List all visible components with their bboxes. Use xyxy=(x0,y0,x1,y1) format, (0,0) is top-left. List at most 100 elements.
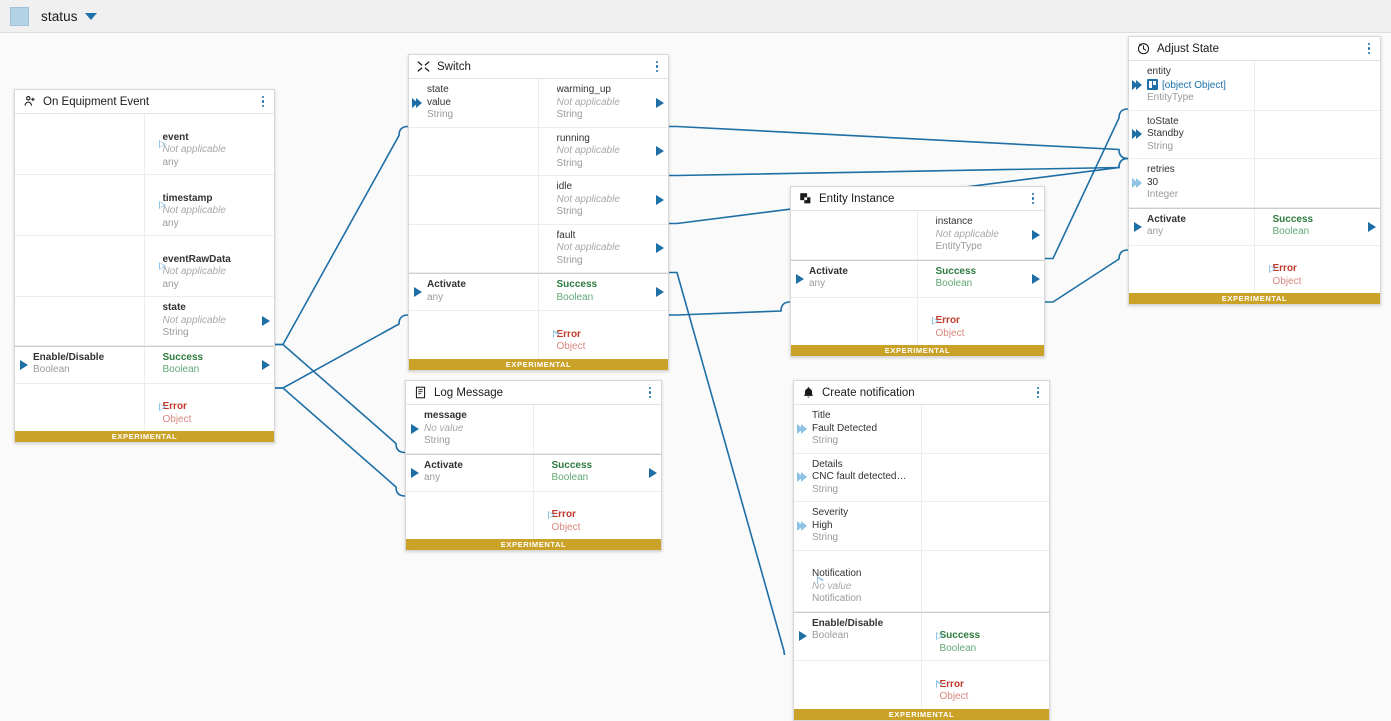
port-cell[interactable]: entity [object Object] EntityType xyxy=(1129,61,1255,110)
node-header[interactable]: Create notification xyxy=(794,381,1049,405)
port-cell[interactable]: Success Boolean xyxy=(534,455,662,491)
port-out-open[interactable] xyxy=(936,681,943,700)
node-header[interactable]: On Equipment Event xyxy=(15,90,274,114)
port-in-filled[interactable] xyxy=(414,287,422,297)
port-name: message xyxy=(424,410,467,421)
port-out-open[interactable] xyxy=(159,262,166,281)
port-in-filled[interactable] xyxy=(799,631,807,642)
port-cell[interactable]: Enable/Disable Boolean xyxy=(15,346,145,383)
port-out-filled[interactable] xyxy=(1368,221,1376,232)
node-adjust-state[interactable]: Adjust State entity [object Object] Enti… xyxy=(1128,36,1381,305)
node-row: instance Not applicable EntityType xyxy=(791,211,1044,260)
port-cell[interactable]: Error Object xyxy=(539,311,669,359)
node-menu-icon[interactable] xyxy=(258,93,269,111)
port-cell[interactable]: Title Fault Detected String xyxy=(794,405,922,453)
port-out-open[interactable] xyxy=(159,201,166,220)
port-cell[interactable]: state Not applicable String xyxy=(145,297,275,345)
port-cell[interactable]: Success Boolean xyxy=(539,274,669,310)
port-cell[interactable]: message No value String xyxy=(406,405,534,453)
port-cell[interactable]: Error Object xyxy=(534,492,662,540)
port-cell[interactable]: Severity High String xyxy=(794,502,922,550)
port-out-filled[interactable] xyxy=(656,194,664,205)
node-menu-icon[interactable] xyxy=(1028,190,1039,208)
node-menu-icon[interactable] xyxy=(1364,40,1375,58)
port-cell[interactable]: Error Object xyxy=(145,384,275,432)
port-cell[interactable]: Enable/Disable Boolean xyxy=(794,612,922,660)
port-cell[interactable]: Activate any xyxy=(406,454,534,491)
port-out-filled[interactable] xyxy=(656,146,664,157)
node-header[interactable]: Log Message xyxy=(406,381,661,405)
port-cell[interactable]: Success Boolean xyxy=(145,347,275,383)
port-cell[interactable]: warming_up Not applicable String xyxy=(539,79,669,127)
node-header[interactable]: Entity Instance xyxy=(791,187,1044,211)
port-cell[interactable]: timestamp Not applicable any xyxy=(145,175,275,235)
port-cell[interactable]: toState Standby String xyxy=(1129,110,1255,158)
port-in-dbl-filled[interactable] xyxy=(412,97,422,108)
port-in-filled[interactable] xyxy=(1134,221,1142,232)
port-out-open[interactable] xyxy=(159,140,166,159)
port-in-filled[interactable] xyxy=(796,273,804,284)
flow-canvas[interactable]: On Equipment Event event Not applicable … xyxy=(0,33,1391,721)
port-in-dbl-open[interactable] xyxy=(797,423,807,434)
port-out-filled[interactable] xyxy=(1032,229,1040,240)
port-cell[interactable]: instance Not applicable EntityType xyxy=(918,211,1045,259)
port-name: running xyxy=(556,132,590,144)
wire xyxy=(1043,249,1129,303)
port-in-dbl-open[interactable] xyxy=(1132,177,1142,188)
status-color-swatch[interactable] xyxy=(10,6,29,26)
port-type: Boolean xyxy=(935,278,973,289)
port-cell[interactable]: Activate any xyxy=(791,260,918,297)
port-cell[interactable]: Error Object xyxy=(922,661,1050,709)
node-log-message[interactable]: Log Message message No value String Acti… xyxy=(405,380,662,551)
port-cell[interactable]: Error Object xyxy=(1255,246,1381,294)
node-create-notification[interactable]: Create notification Title Fault Detected… xyxy=(793,380,1050,721)
node-menu-icon[interactable] xyxy=(645,384,656,402)
port-cell[interactable]: Success Boolean xyxy=(1255,209,1381,245)
node-switch[interactable]: Switch state value String warming_up Not… xyxy=(408,54,669,371)
node-menu-icon[interactable] xyxy=(1033,384,1044,402)
port-cell[interactable]: Success Boolean xyxy=(918,261,1045,297)
port-out-filled[interactable] xyxy=(262,315,270,326)
node-entity-instance[interactable]: Entity Instance instance Not applicable … xyxy=(790,186,1045,357)
port-cell[interactable]: retries 30 Integer xyxy=(1129,159,1255,207)
port-out-filled[interactable] xyxy=(656,97,664,108)
port-out-filled[interactable] xyxy=(656,287,664,297)
port-in-filled[interactable] xyxy=(20,359,28,370)
port-out-filled[interactable] xyxy=(649,467,657,478)
port-cell[interactable]: eventRawData Not applicable any xyxy=(145,236,275,296)
port-name: Success xyxy=(556,279,598,290)
port-cell[interactable]: event Not applicable any xyxy=(145,114,275,174)
port-type: any xyxy=(424,472,441,483)
port-in-filled[interactable] xyxy=(411,423,419,434)
port-out-open[interactable] xyxy=(932,317,939,336)
port-out-filled[interactable] xyxy=(262,359,270,370)
node-menu-icon[interactable] xyxy=(652,58,663,76)
port-cell[interactable]: state value String xyxy=(409,79,539,127)
port-cell[interactable]: idle Not applicable String xyxy=(539,176,669,224)
node-on-equipment-event[interactable]: On Equipment Event event Not applicable … xyxy=(14,89,275,443)
port-out-open[interactable] xyxy=(553,331,560,350)
port-cell[interactable]: Error Object xyxy=(918,298,1045,346)
port-out-filled[interactable] xyxy=(1032,273,1040,284)
port-in-dbl-filled[interactable] xyxy=(1132,129,1142,140)
port-cell[interactable]: Activate any xyxy=(409,274,539,310)
port-in-dbl-filled[interactable] xyxy=(1132,80,1142,91)
node-header[interactable]: Switch xyxy=(409,55,668,79)
port-cell[interactable]: Activate any xyxy=(1129,208,1255,245)
port-cell[interactable]: Notification No value Notification xyxy=(794,550,922,611)
port-out-filled[interactable] xyxy=(656,243,664,254)
port-cell[interactable]: Success Boolean xyxy=(922,613,1050,661)
port-in-dbl-open[interactable] xyxy=(797,472,807,483)
port-out-open[interactable] xyxy=(1269,265,1276,284)
port-out-open[interactable] xyxy=(548,511,555,530)
port-cell[interactable]: Details CNC fault detected: Temp... Stri… xyxy=(794,453,922,501)
port-in-filled[interactable] xyxy=(411,467,419,478)
node-header[interactable]: Adjust State xyxy=(1129,37,1380,61)
port-out-open[interactable] xyxy=(936,632,943,651)
port-in-open[interactable] xyxy=(817,577,824,596)
chevron-down-icon[interactable] xyxy=(84,12,97,20)
port-out-open[interactable] xyxy=(159,403,166,422)
port-cell[interactable]: running Not applicable String xyxy=(539,128,669,176)
port-cell[interactable]: fault Not applicable String xyxy=(539,225,669,273)
port-in-dbl-open[interactable] xyxy=(797,520,807,531)
